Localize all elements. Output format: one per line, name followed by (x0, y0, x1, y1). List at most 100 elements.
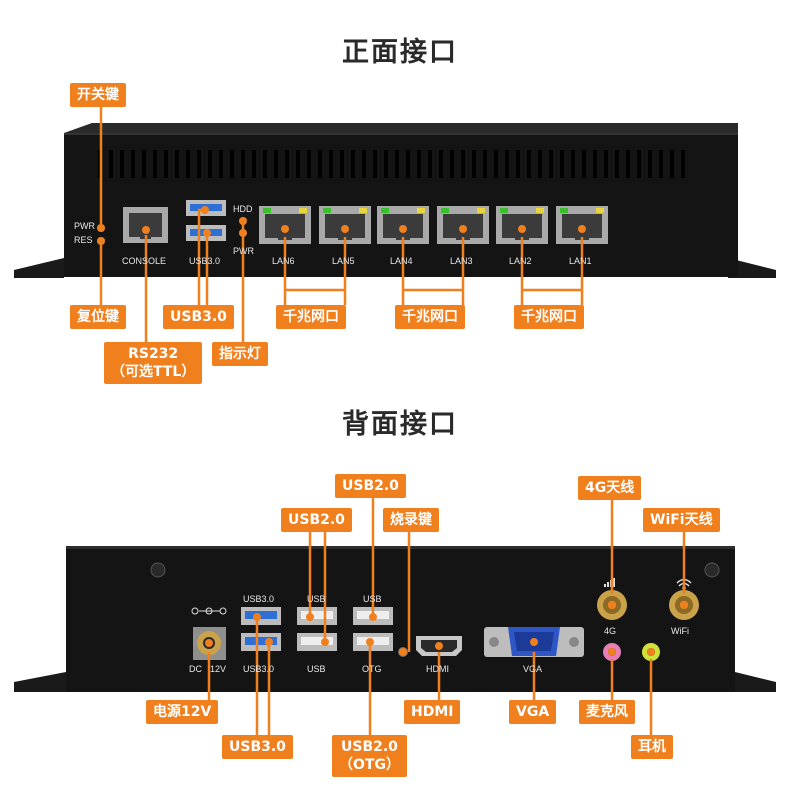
callout-dots (97, 206, 688, 656)
vent-slot (406, 150, 410, 178)
vent-slot (593, 150, 597, 178)
vent-slot (681, 150, 685, 178)
vent-slot (351, 150, 355, 178)
vent-slot (439, 150, 443, 178)
vent-slot (483, 150, 487, 178)
front-title: 正面接口 (342, 37, 458, 68)
label-pwr-led: PWR (233, 246, 254, 256)
vent-slot (296, 150, 300, 178)
tag-power-12v: 电源12V (146, 700, 219, 724)
label-back-usb30-top: USB3.0 (243, 594, 275, 604)
tag-ant-4g: 4G天线 (578, 476, 642, 500)
vent-slot (472, 150, 476, 178)
vent-slot (274, 150, 278, 178)
vent-slot (516, 150, 520, 178)
vent-slot (120, 150, 124, 178)
vent-slot (241, 150, 245, 178)
vent-slot (527, 150, 531, 178)
label-hdd: HDD (233, 204, 253, 214)
vent-slot (186, 150, 190, 178)
tag-gigabit-1: 千兆网口 (276, 305, 346, 329)
back-title: 背面接口 (342, 409, 458, 440)
vent-slot (538, 150, 542, 178)
label-vga: VGA (523, 664, 543, 674)
label-console: CONSOLE (122, 256, 167, 266)
tag-reset: 复位键 (70, 305, 126, 329)
back-usb3-ports (241, 607, 281, 651)
label-res: RES (74, 235, 93, 245)
vent-slot (142, 150, 146, 178)
tag-gigabit-2: 千兆网口 (395, 305, 465, 329)
vent-slot (373, 150, 377, 178)
tag-vga: VGA (509, 700, 557, 724)
tag-mic: 麦克风 (579, 700, 635, 724)
label-lan4: LAN4 (390, 256, 413, 266)
vent-slot (571, 150, 575, 178)
label-pwr: PWR (74, 221, 95, 231)
tag-burn-key: 烧录键 (383, 508, 439, 532)
label-12v: 12V (210, 664, 227, 674)
vent-slot (362, 150, 366, 178)
vent-slot (670, 150, 674, 178)
back-chassis (14, 546, 776, 692)
vent-slot (263, 150, 267, 178)
vent-slot (285, 150, 289, 178)
vent-slot (230, 150, 234, 178)
tag-usb20-otg-line2: （OTG） (339, 757, 400, 773)
label-usb-b: USB (307, 664, 326, 674)
tag-ant-wifi: WiFi天线 (643, 508, 720, 532)
vent-slot (131, 150, 135, 178)
vent-slot (175, 150, 179, 178)
vent-slot (428, 150, 432, 178)
front-chassis (14, 123, 776, 278)
vent-slot (626, 150, 630, 178)
tag-front-usb30: USB3.0 (163, 305, 234, 329)
vent-slot (637, 150, 641, 178)
label-lan6: LAN6 (272, 256, 295, 266)
tag-power-switch: 开关键 (70, 83, 126, 107)
tag-rs232-line2: （可选TTL） (111, 364, 196, 380)
tag-indicator: 指示灯 (212, 342, 268, 366)
vent-slot (494, 150, 498, 178)
tag-usb20-mid: USB2.0 (281, 508, 352, 532)
vent-slot (307, 150, 311, 178)
tag-usb20-top: USB2.0 (335, 474, 406, 498)
vent-slot (461, 150, 465, 178)
label-lan2: LAN2 (509, 256, 532, 266)
label-lan3: LAN3 (450, 256, 473, 266)
vent-slot (395, 150, 399, 178)
vent-slot (109, 150, 113, 178)
label-otg: OTG (362, 664, 382, 674)
vent-slot (659, 150, 663, 178)
tag-back-usb30: USB3.0 (222, 735, 293, 759)
vent-slot (329, 150, 333, 178)
tag-usb20-otg-line1: USB2.0 (341, 739, 398, 755)
label-lan5: LAN5 (332, 256, 355, 266)
label-usb-a: USB (307, 594, 326, 604)
tag-rs232: RS232 （可选TTL） (104, 342, 203, 384)
front-vents (98, 150, 685, 178)
vent-slot (560, 150, 564, 178)
vent-slot (549, 150, 553, 178)
label-hdmi: HDMI (426, 664, 449, 674)
tag-usb20-otg: USB2.0 （OTG） (332, 735, 407, 777)
label-back-usb30-bottom: USB3.0 (243, 664, 275, 674)
vent-slot (648, 150, 652, 178)
back-usb2-ports-a (297, 607, 337, 651)
vent-slot (252, 150, 256, 178)
label-usb-c: USB (363, 594, 382, 604)
vent-slot (604, 150, 608, 178)
vent-slot (582, 150, 586, 178)
vent-slot (340, 150, 344, 178)
vent-slot (450, 150, 454, 178)
vent-slot (197, 150, 201, 178)
label-wifi: WiFi (671, 626, 689, 636)
vent-slot (153, 150, 157, 178)
vent-slot (505, 150, 509, 178)
label-4g: 4G (604, 626, 617, 636)
vent-slot (615, 150, 619, 178)
tag-rs232-line1: RS232 (128, 346, 179, 362)
label-front-usb30: USB3.0 (189, 256, 221, 266)
label-lan1: LAN1 (569, 256, 592, 266)
